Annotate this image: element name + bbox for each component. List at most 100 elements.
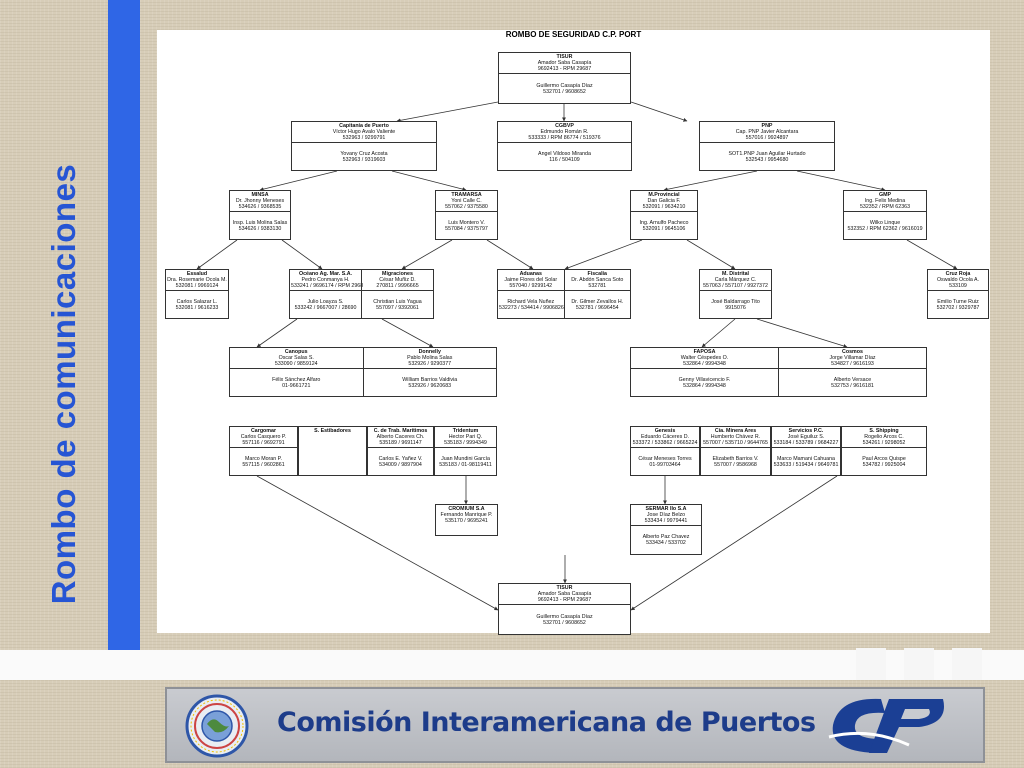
- node-sub-line: Juan Mundini García: [441, 455, 490, 462]
- node-sub-line: 532352 / RPM 62362 / 9616019: [847, 225, 923, 232]
- node-sub-line: 532702 / 9329787: [936, 304, 980, 311]
- node-sub-line: Genny Villavicencio F.: [678, 376, 731, 383]
- node-sub-line: 533434 / 533702: [646, 540, 686, 546]
- node-line: José Eguiluz S.: [787, 434, 825, 440]
- node-sub-line: 532081 / 9616233: [175, 304, 219, 311]
- node-line: 9692413 - RPM 29687: [537, 597, 592, 603]
- node-line: 557007 / 535710 / 9644765: [703, 440, 768, 446]
- connector-arrow: [259, 170, 338, 192]
- node-line: Fernando Manrique P.: [440, 512, 493, 518]
- node-sub-line: SOT1.PNP Juan Aguilar Hurtado: [728, 150, 806, 157]
- node-line: 532963 / 9299791: [342, 135, 386, 141]
- node-sub-line: 535183 / 01-98119411: [439, 461, 492, 468]
- oas-seal-logo: [185, 694, 249, 758]
- connector-arrow: [796, 170, 886, 192]
- node-line: Pedro Conmanya H.: [301, 277, 350, 283]
- node-sub-line: 532701 / 9608652: [543, 88, 586, 95]
- cip-logo: [828, 698, 944, 753]
- decorative-square: [952, 648, 982, 680]
- node-sub-line: 532781 / 9696454: [575, 304, 619, 311]
- node-title: TISUR: [556, 585, 573, 591]
- node-line: 532781: [588, 283, 607, 289]
- node-line: 535170 / 9695241: [445, 518, 488, 524]
- node-sub-line: 532926 / 9620683: [408, 382, 452, 389]
- connector-arrow: [281, 239, 323, 270]
- node-line: Carla Márquez C.: [714, 277, 757, 283]
- node-line: Hector Pari Q.: [448, 434, 483, 440]
- node-sub-line: 9915076: [725, 304, 746, 311]
- node-line: Carlos Casquero P.: [240, 434, 287, 440]
- node-sub-line: 01-99703464: [649, 461, 681, 468]
- node-title: CROMIUM S.A: [448, 506, 485, 512]
- node-line: 534261 / 9298052: [862, 440, 906, 446]
- node-title: Cía. Minera Ares: [714, 428, 757, 434]
- node-title: M. Distrital: [721, 271, 750, 277]
- connector-arrow: [701, 318, 736, 348]
- node-sub-line: Alberto Versace: [833, 376, 872, 383]
- node-sub-line: 01-9661721: [282, 382, 311, 389]
- node-line: 535189 / 9691147: [379, 440, 422, 446]
- node-line: 535183 / 9994349: [444, 440, 487, 446]
- decorative-square: [904, 648, 934, 680]
- connector-arrow: [196, 239, 238, 270]
- node-sub-line: Carlos E. Yañez V.: [378, 455, 423, 462]
- node-line: Dr. Jhonny Meneses: [235, 198, 285, 204]
- node-title: GMP: [878, 192, 892, 198]
- node-sub-line: Wilko Linque: [869, 219, 901, 226]
- node-sub-line: Luis Montero V.: [448, 219, 485, 226]
- node-title: MINSA: [251, 192, 269, 198]
- node-sub-line: 534626 / 9383130: [238, 225, 282, 232]
- node-line: Edmundo Román R.: [540, 129, 589, 135]
- connector-lines: [196, 101, 958, 611]
- connector-arrow: [906, 239, 958, 270]
- node-sub-line: Félix Sánchez Alfaro: [272, 376, 321, 383]
- connector-arrow: [564, 239, 643, 270]
- node-line: Oscar Salas S.: [278, 355, 314, 361]
- node-line: Jaime Flores del Solar: [504, 277, 558, 283]
- node-sub-line: William Barrios Valdivia: [402, 376, 458, 383]
- node-title: Migraciones: [382, 271, 413, 277]
- footer-banner: Comisión Interamericana de Puertos: [165, 687, 985, 763]
- node-line: Dra. Rosemarie Ocola M.: [167, 277, 227, 283]
- node-line: 532091 / 9634210: [642, 204, 686, 210]
- node-title: S. Estibadores: [314, 428, 351, 434]
- node-line: 557063 / 557107 / 9927372: [703, 283, 768, 289]
- connector-arrow: [630, 101, 688, 122]
- node-sub-line: 557084 / 9375797: [445, 225, 488, 232]
- node-sub-line: Dr. Gilmer Zevallos H.: [571, 298, 624, 305]
- node-sub-line: Julio Loayza S.: [307, 298, 344, 305]
- footer-org-name: Comisión Interamericana de Puertos: [277, 707, 816, 738]
- node-title: Donnelly: [418, 349, 441, 355]
- node-sub-line: Paul Arcos Quispe: [862, 455, 906, 462]
- node-line: Víctor Hugo Avalo Valiente: [332, 129, 396, 135]
- node-sub-line: 532963 / 9319603: [342, 156, 386, 163]
- org-node-pair-oceano-migraciones: Océano Ag. Mar. S.A.Pedro Conmanya H.533…: [289, 269, 434, 319]
- node-sub-line: Insp. Luis Molina Salas: [232, 219, 288, 226]
- connector-arrow: [381, 318, 434, 348]
- node-line: Yoni Calle C.: [451, 198, 482, 204]
- node-line: 533090 / 9859124: [274, 361, 318, 367]
- node-title: Cargomar: [250, 428, 277, 434]
- node-line: Eduardo Cáceres D.: [641, 434, 689, 440]
- node-sub-line: 534782 / 9925004: [862, 461, 906, 468]
- node-title: Canopus: [284, 349, 308, 355]
- node-sub-line: 533242 / 9667007 / 28690: [294, 304, 357, 311]
- node-title: FAPOSA: [693, 349, 716, 355]
- node-title: TRAMARSA: [451, 192, 482, 198]
- node-line: 557062 / 9375580: [445, 204, 488, 210]
